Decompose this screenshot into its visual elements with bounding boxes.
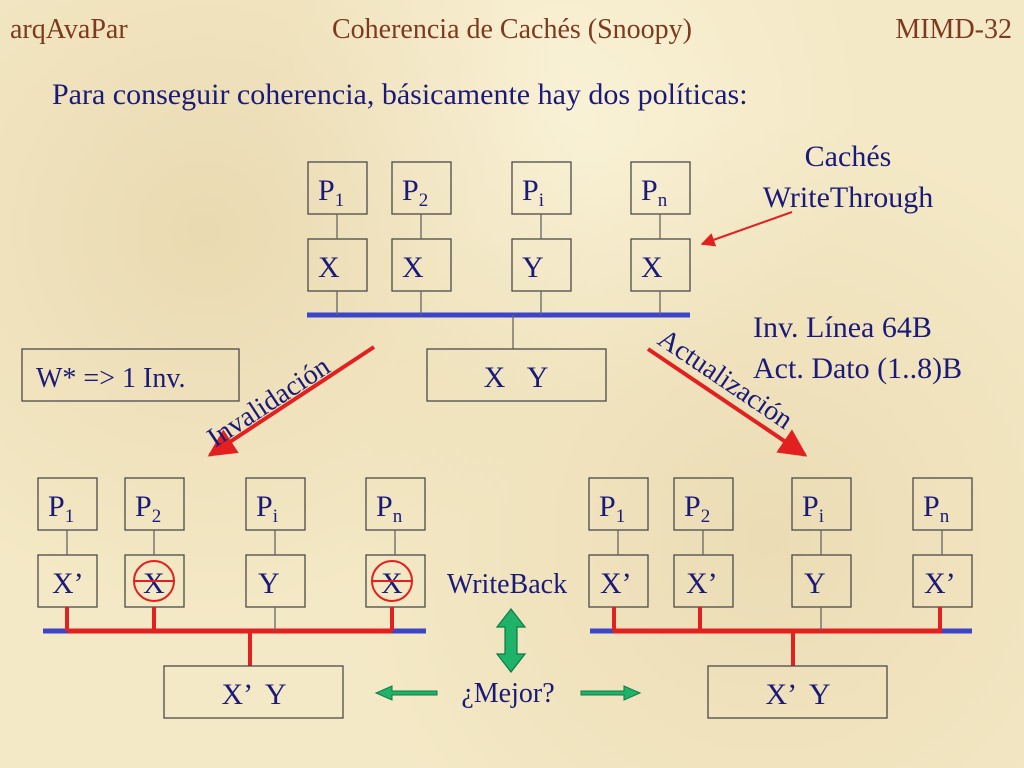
right-arrow-icon <box>580 685 642 701</box>
invalidation-arrow-icon <box>207 345 376 457</box>
cache-label: X <box>381 567 403 600</box>
cache-label: X’ <box>686 567 718 600</box>
processor-label: P2 <box>684 490 710 527</box>
writeback-double-arrow-icon <box>495 608 527 673</box>
invalidated-mark-icon <box>371 560 413 602</box>
invalidation-system: P1 X’ P2 X Pi Y Pn <box>37 477 426 719</box>
left-processor-1: P1 X’ <box>37 477 98 631</box>
top-processor-1: P1 X <box>307 161 368 315</box>
inv-note-label: W* => 1 Inv. <box>36 363 186 394</box>
update-note-line1: Inv. Línea 64B <box>753 311 932 344</box>
inv-note-box <box>21 348 240 402</box>
processor-label: Pi <box>522 174 544 211</box>
cache-label: Y <box>522 251 544 284</box>
cache-type-line2: WriteThrough <box>763 181 933 214</box>
update-system: P1 X’ P2 X’ Pi Y Pn X’ <box>588 477 973 719</box>
page-title: Coherencia de Cachés (Snoopy) <box>332 14 692 45</box>
update-note-line2: Act. Dato (1..8)B <box>753 352 962 385</box>
cache-label: X <box>318 251 340 284</box>
right-memory-box <box>707 665 888 719</box>
pointer-arrow-icon <box>700 211 793 247</box>
processor-label: Pn <box>641 174 668 211</box>
right-processor-2: P2 X’ <box>673 477 734 631</box>
right-processor-1: P1 X’ <box>588 477 649 631</box>
top-memory-label: X Y <box>484 361 549 394</box>
processor-label: P1 <box>48 490 74 527</box>
processor-label: P1 <box>599 490 625 527</box>
cache-type-line1: Cachés <box>805 140 892 173</box>
top-processor-2: P2 X <box>391 161 452 315</box>
update-arrow-icon <box>646 347 808 457</box>
cache-label: X <box>402 251 424 284</box>
cache-label: X <box>143 567 165 600</box>
cache-label: X’ <box>52 567 84 600</box>
better-question-label: ¿Mejor? <box>461 678 554 709</box>
top-system: P1 X P2 X Pi Y Pn X <box>307 161 691 402</box>
slide-subtitle: Para conseguir coherencia, básicamente h… <box>52 78 748 111</box>
processor-label: P2 <box>135 490 161 527</box>
header-course: arqAvaPar <box>10 14 128 45</box>
left-processor-n: Pn X <box>365 477 426 631</box>
cache-label: Y <box>258 567 280 600</box>
processor-label: Pn <box>376 490 403 527</box>
left-memory-label: X’ Y <box>222 678 287 711</box>
processor-label: P1 <box>318 174 344 211</box>
processor-label: Pi <box>256 490 278 527</box>
cache-label: Y <box>804 567 826 600</box>
top-processor-i: Pi Y <box>511 161 572 315</box>
cache-label: X <box>641 251 663 284</box>
processor-label: Pn <box>923 490 950 527</box>
top-memory-box <box>426 348 607 402</box>
right-memory-label: X’ Y <box>766 678 831 711</box>
right-processor-i: Pi Y <box>791 477 852 631</box>
cache-label: X’ <box>600 567 632 600</box>
right-processor-n: Pn X’ <box>912 477 973 631</box>
left-processor-2: P2 X <box>124 477 185 631</box>
invalidation-label: Invalidación <box>202 351 336 454</box>
processor-label: Pi <box>802 490 824 527</box>
left-processor-i: Pi Y <box>245 477 306 631</box>
left-arrow-icon <box>374 685 438 701</box>
invalidated-mark-icon <box>133 560 175 602</box>
processor-label: P2 <box>402 174 428 211</box>
left-memory-box <box>163 665 344 719</box>
writeback-label: WriteBack <box>447 569 567 600</box>
top-processor-n: Pn X <box>630 161 691 315</box>
cache-label: X’ <box>924 567 956 600</box>
header-slide-id: MIMD-32 <box>895 14 1012 45</box>
